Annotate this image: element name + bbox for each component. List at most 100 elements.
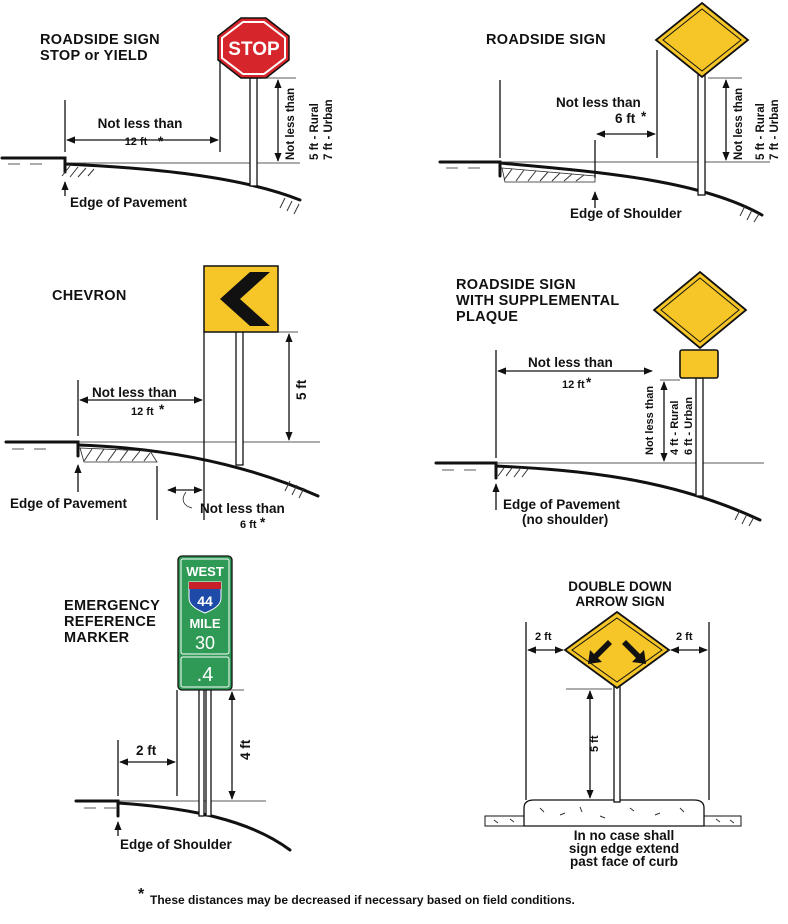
marker-post-right (205, 687, 212, 817)
chevron-shoulder-value: 6 ft (240, 519, 257, 531)
marker-sign-upper-border (180, 558, 230, 655)
panel-double-down-arrow: DOUBLE DOWN ARROW SIGN 2 ft 2 ft 5 ft In… (484, 579, 742, 869)
panel-supplemental-plaque: ROADSIDE SIGN WITH SUPPLEMENTAL PLAQUE N… (434, 270, 764, 527)
stop-shoulder-hatch (61, 165, 300, 215)
plaque-post (695, 377, 704, 497)
double-arrow-left-curb (484, 815, 529, 827)
roadside-road-profile (498, 161, 764, 217)
footnote-asterisk: * (138, 886, 145, 903)
chevron-shoulder-hatch (83, 448, 305, 499)
stop-heading-line1: ROADSIDE SIGN (40, 32, 160, 48)
plaque-vert-rural: 4 ft - Rural (669, 401, 681, 455)
double-arrow-left-value: 2 ft (535, 631, 552, 643)
marker-heading-line1: EMERGENCY (64, 598, 160, 614)
chevron-vert-value: 5 ft (294, 379, 309, 400)
roadside-shoulder-hatch (503, 168, 760, 223)
double-arrow-vert-value: 5 ft (589, 735, 601, 752)
stop-pavement-edge (0, 156, 67, 174)
plaque-horiz-value: 12 ft (562, 379, 585, 391)
roadside-horiz-value: 6 ft (615, 111, 636, 126)
stop-horiz-value: 12 ft (125, 136, 148, 148)
marker-horiz-value: 2 ft (136, 743, 157, 758)
double-arrow-right-curb (702, 815, 742, 827)
marker-sign-lower-border (180, 656, 230, 688)
plaque-supplemental-sign (679, 349, 719, 379)
plaque-edge-label-line2: (no shoulder) (522, 512, 608, 527)
chevron-shoulder-outline (79, 447, 158, 463)
plaque-horiz-asterisk: * (586, 375, 592, 390)
double-arrow-note-line1: In no case shall (574, 828, 675, 843)
marker-vert-value: 4 ft (238, 739, 253, 760)
marker-road-profile (116, 801, 292, 852)
marker-heading-line2: REFERENCE (64, 614, 156, 630)
chevron-shoulder-leader (182, 491, 193, 509)
footnote: * These distances may be decreased if ne… (138, 886, 575, 907)
marker-edge-label: Edge of Shoulder (120, 837, 232, 852)
plaque-diamond-sign (652, 270, 748, 350)
chevron-sign (203, 265, 279, 333)
down-left-arrow-icon (588, 640, 612, 664)
double-arrow-median (523, 799, 705, 827)
double-arrow-heading-line1: DOUBLE DOWN (568, 579, 672, 594)
stop-vert-rural: 5 ft - Rural (309, 103, 321, 160)
roadside-shoulder-outline (501, 167, 596, 183)
marker-direction-text: WEST (186, 564, 224, 579)
chevron-horiz-value: 12 ft (131, 406, 154, 418)
chevron-post (235, 329, 244, 466)
marker-pavement-edge (74, 799, 120, 818)
roadside-horiz-label: Not less than (556, 95, 641, 110)
marker-mile-text: MILE (189, 616, 220, 631)
marker-post-left (198, 687, 205, 817)
double-arrow-heading-line2: ARROW SIGN (575, 594, 664, 609)
plaque-heading-line1: ROADSIDE SIGN (456, 277, 576, 293)
roadside-horiz-asterisk: * (641, 109, 647, 124)
roadside-vert-urban: 7 ft - Urban (769, 99, 781, 160)
stop-heading-line2: STOP or YIELD (40, 48, 148, 64)
stop-post (249, 77, 258, 187)
chevron-road-profile (76, 443, 320, 498)
stop-road-profile (63, 162, 302, 202)
chevron-heading: CHEVRON (52, 288, 127, 304)
chevron-edge-label: Edge of Pavement (10, 496, 128, 511)
panel-emergency-marker: EMERGENCY REFERENCE MARKER WEST 44 MILE … (64, 555, 292, 852)
stop-vert-label: Not less than (285, 88, 297, 160)
panel-roadside-sign: ROADSIDE SIGN Not less than 6 ft * Not l… (438, 1, 781, 223)
roadside-edge-label: Edge of Shoulder (570, 206, 682, 221)
roadside-vert-rural: 5 ft - Rural (755, 103, 767, 160)
roadside-diamond-sign (654, 1, 750, 79)
stop-sign-text: STOP (228, 39, 280, 60)
panel-stop-sign: ROADSIDE SIGN STOP or YIELD STOP Not les… (0, 17, 335, 215)
chevron-arrow-symbol (220, 272, 270, 326)
plaque-pavement-edge (434, 461, 498, 480)
footnote-text: These distances may be decreased if nece… (150, 893, 575, 907)
roadside-diamond-border (662, 8, 742, 72)
stop-sign-border (221, 21, 286, 75)
roadside-heading: ROADSIDE SIGN (486, 32, 606, 48)
double-arrow-post (613, 685, 621, 803)
chevron-horiz-label: Not less than (92, 385, 177, 400)
plaque-horiz-label: Not less than (528, 355, 613, 370)
roadside-vert-label: Not less than (733, 88, 745, 160)
chevron-horiz-asterisk: * (159, 402, 165, 417)
down-right-arrow-icon (622, 640, 646, 664)
double-arrow-note-line2: sign edge extend (569, 841, 679, 856)
double-arrow-note-line3: past face of curb (570, 854, 678, 869)
double-arrow-diamond-border (571, 617, 663, 683)
roadside-post (697, 74, 706, 196)
stop-vert-urban: 7 ft - Urban (323, 99, 335, 160)
plaque-heading-line3: PLAQUE (456, 309, 518, 325)
plaque-heading-line2: WITH SUPPLEMENTAL (456, 293, 620, 309)
double-arrow-right-value: 2 ft (676, 631, 693, 643)
marker-shield-number: 44 (197, 593, 213, 609)
double-arrow-diamond-sign (563, 610, 671, 690)
stop-horiz-asterisk: * (158, 134, 164, 149)
plaque-road-profile (494, 464, 762, 522)
interstate-shield-icon (188, 581, 222, 614)
chevron-shoulder-label: Not less than (200, 501, 285, 516)
interstate-shield-band (189, 582, 221, 589)
marker-mile-number: 30 (195, 633, 215, 653)
roadside-pavement-edge (438, 160, 502, 178)
marker-heading-line3: MARKER (64, 630, 130, 646)
chevron-shoulder-asterisk: * (260, 515, 266, 530)
